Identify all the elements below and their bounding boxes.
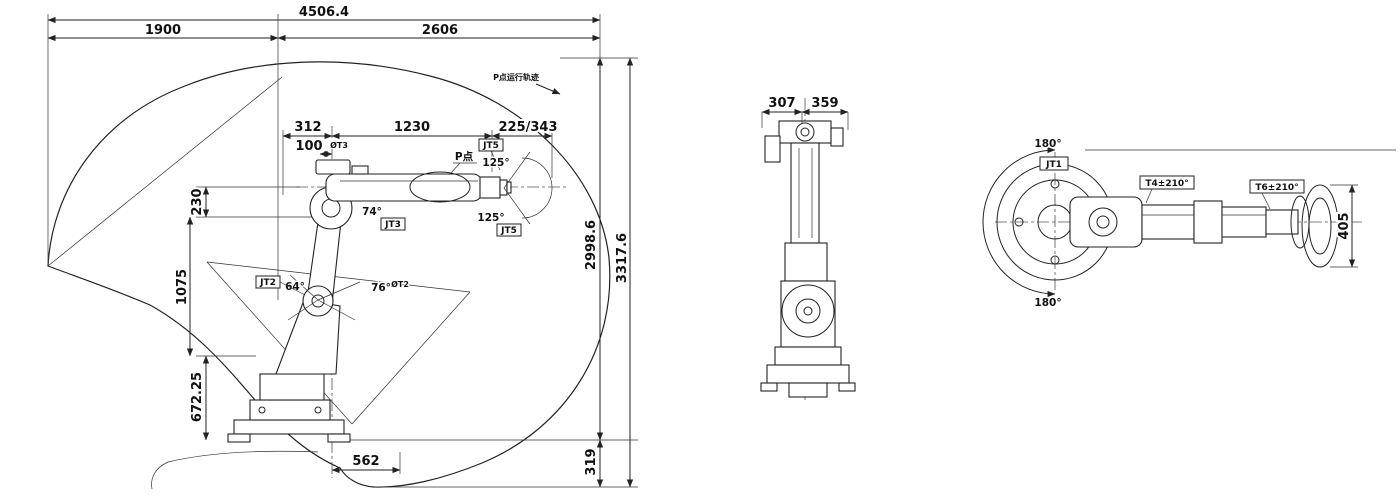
dim-height-upper: 2998.6 — [584, 220, 599, 270]
front-view: 307 359 — [760, 94, 856, 400]
top-arm-link2 — [1141, 204, 1195, 240]
dim-reach-1230: 1230 — [394, 120, 430, 135]
side-view: 4506.4 1900 2606 2998.6 319 3317.6 230 1… — [47, 3, 638, 490]
robot-flange — [499, 179, 508, 196]
jt3-motor — [315, 159, 351, 175]
envelope-wedge-line-1 — [206, 261, 471, 293]
angle-jt2-fwd: 76° — [371, 282, 391, 294]
jt3-label: JT3 — [384, 220, 401, 230]
t6-box — [1249, 179, 1305, 194]
front-wrist-head — [778, 120, 832, 144]
top-arm-link1 — [1069, 196, 1143, 248]
jt5-swing-wedge — [503, 151, 553, 225]
jt2-label: JT2 — [259, 278, 276, 288]
envelope-wedge-line-3 — [351, 291, 471, 425]
angle-jt3: 74° — [362, 206, 382, 218]
jt2-swing-wedge — [287, 274, 361, 321]
dim-offset-562: 562 — [352, 454, 379, 469]
p-point-label: P点 — [455, 150, 474, 163]
envelope-base-arc — [151, 450, 319, 490]
dim-height-below: 319 — [584, 448, 599, 475]
dim-reach-312: 312 — [294, 120, 321, 135]
angle-jt2-back: 64° — [285, 281, 305, 293]
dim-front-right: 359 — [811, 96, 838, 111]
envelope-chord-line — [47, 76, 283, 267]
robot-upper-arm — [325, 173, 483, 202]
robot-side-view — [227, 159, 512, 443]
jt5-bottom-box — [496, 223, 522, 237]
robot-wrist — [479, 176, 501, 199]
robot-body-column — [275, 299, 341, 375]
dim-reach-100: 100 — [295, 139, 322, 154]
robot-swivel — [259, 373, 325, 401]
t4-box — [1139, 175, 1195, 190]
robot-foot-left — [227, 433, 251, 443]
robot-foot-right — [327, 433, 351, 443]
top-elbow — [1193, 200, 1223, 244]
front-shoulder-disc — [781, 284, 835, 338]
jt1-rotation-arc — [982, 146, 1056, 298]
jt3-box — [380, 217, 406, 231]
jt1-box — [1039, 156, 1069, 171]
dim-reach-225: 225/343 — [498, 120, 557, 135]
front-foot-right — [838, 382, 856, 392]
robot-pedestal — [249, 399, 331, 421]
top-flange-sweep — [1301, 184, 1339, 268]
envelope-wedge-line-2 — [206, 261, 353, 425]
front-pedestal — [774, 346, 842, 366]
wrist-sweep-ellipse — [409, 171, 471, 203]
p-track-label: P点运行轨迹 — [493, 72, 539, 82]
t6-label: T6±210° — [1255, 183, 1298, 193]
tag-t2: ØT2 — [391, 279, 409, 289]
jt5-bottom-label: JT5 — [500, 226, 517, 236]
p-track-leader — [535, 83, 561, 95]
dim-total-width: 4506.4 — [299, 5, 349, 20]
top-view: 180° JT1 180° T4±210° T6±210° 405 — [982, 137, 1396, 311]
front-arm-column — [790, 142, 820, 244]
dim-flange-405: 405 — [1337, 212, 1352, 239]
dim-span-right: 2606 — [422, 23, 458, 38]
jt1-label: JT1 — [1045, 160, 1062, 170]
dim-height-total: 3317.6 — [615, 233, 630, 283]
angle-jt5-up: 125° — [482, 157, 509, 169]
robot-top-view — [996, 163, 1339, 281]
dim-front-left: 307 — [768, 96, 795, 111]
front-foot-left — [760, 382, 778, 392]
top-wrist — [1265, 209, 1299, 235]
dim-offset-1075: 1075 — [175, 269, 190, 305]
front-base — [766, 364, 850, 384]
t4-label: T4±210° — [1145, 179, 1188, 189]
top-forearm — [1221, 206, 1267, 238]
angle-jt1-bottom: 180° — [1034, 297, 1061, 309]
work-envelope-outline — [47, 61, 611, 488]
dim-offset-672: 672.25 — [190, 372, 205, 422]
angle-jt1-top: 180° — [1034, 138, 1061, 150]
front-cable-box — [788, 382, 828, 398]
dim-offset-230: 230 — [190, 188, 205, 215]
angle-jt5-down: 125° — [477, 212, 504, 224]
front-wrist-motor — [764, 135, 781, 163]
robot-front-view — [760, 120, 856, 398]
jt5-top-label: JT5 — [482, 141, 499, 151]
robot-base-plate — [233, 419, 345, 435]
front-elbow-block — [784, 242, 828, 282]
dim-span-left: 1900 — [145, 23, 181, 38]
tag-t3: ØT3 — [330, 140, 348, 150]
